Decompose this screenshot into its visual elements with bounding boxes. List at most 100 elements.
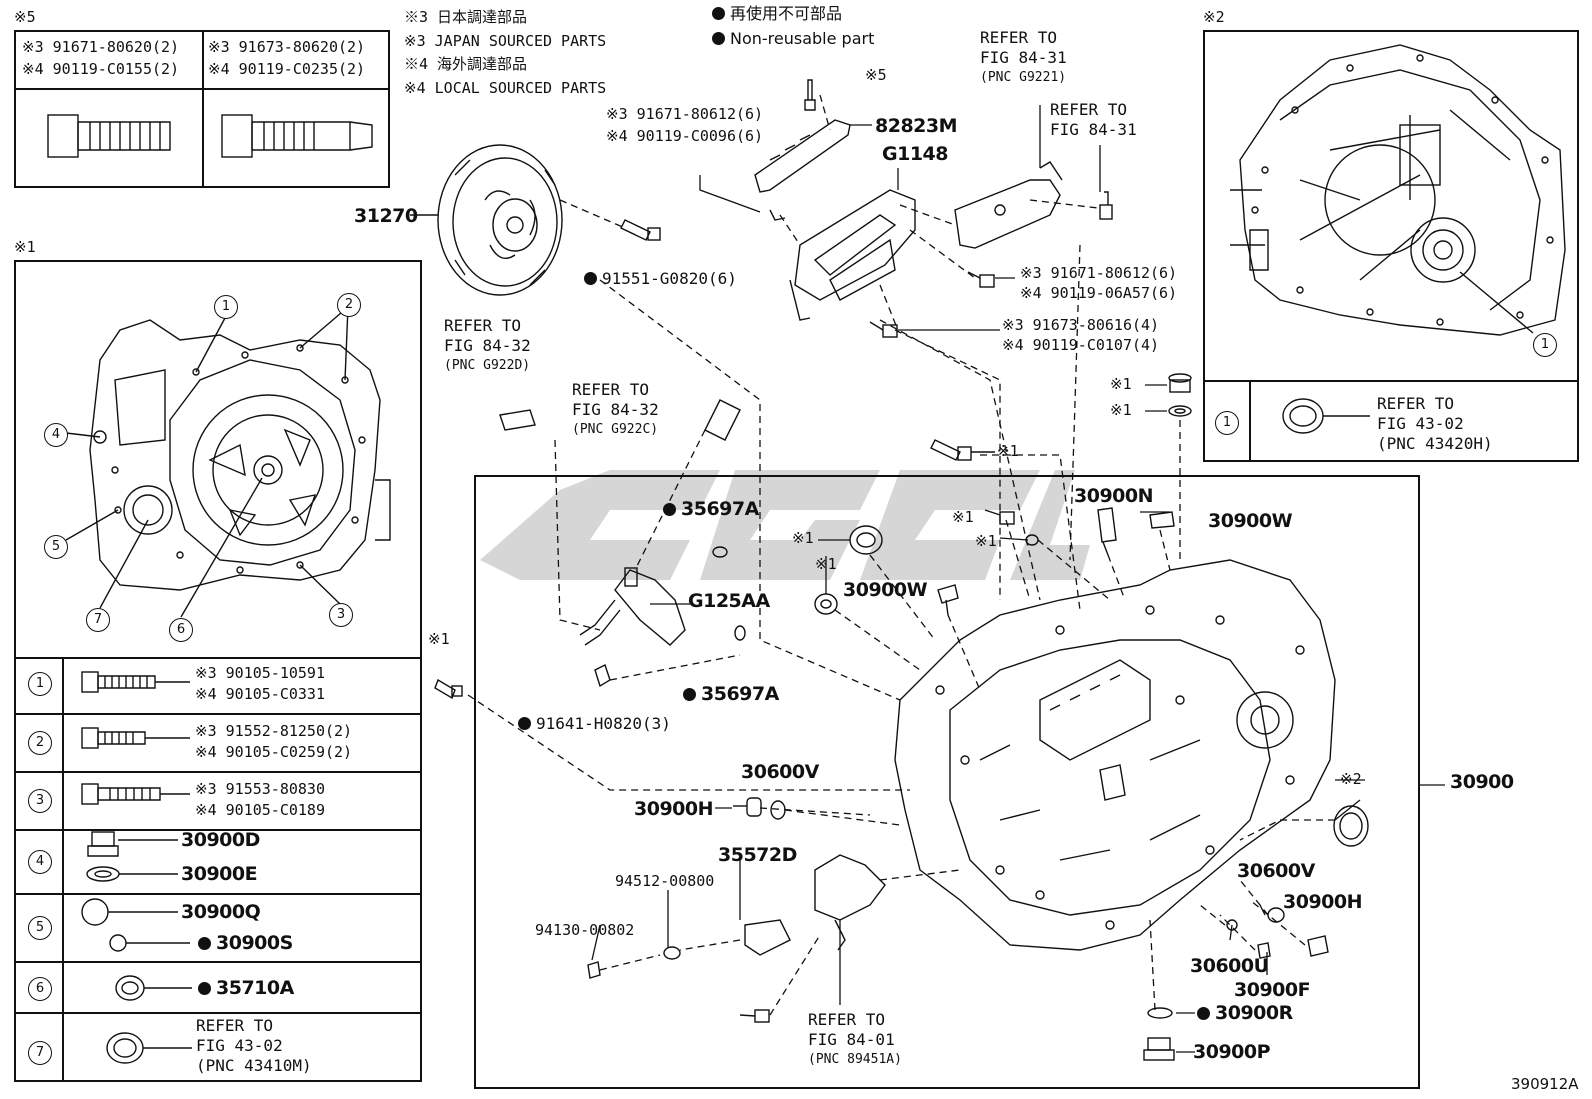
mark-x5: ※5 xyxy=(865,66,887,84)
legend-nonreuse-jp: 再使用不可部品 xyxy=(712,6,842,22)
box2-row-num-1: 1 xyxy=(1215,411,1239,435)
part-30600u: 30600U xyxy=(1190,955,1269,977)
part-30900h-left: 30900H xyxy=(634,798,714,820)
nonreusable-icon xyxy=(1197,1007,1210,1020)
bolt-06a57-line1: ※3 91671-80612(6) xyxy=(1020,264,1178,282)
row-num-3: 3 xyxy=(28,789,52,813)
row-num-1: 1 xyxy=(28,672,52,696)
row-divider xyxy=(14,829,422,831)
part-30900s: 30900S xyxy=(198,934,293,953)
part-91641-text: 91641-H0820(3) xyxy=(536,714,671,733)
row7-ref-line3: (PNC 43410M) xyxy=(196,1056,312,1075)
row3-line1: ※3 91553-80830 xyxy=(195,780,325,798)
legend-nonreuse-jp-text: 再使用不可部品 xyxy=(730,4,843,23)
box2-ref-line2: FIG 43-02 xyxy=(1377,414,1464,433)
box5-left-line2: ※4 90119-C0155(2) xyxy=(22,60,180,78)
part-35697a-bottom: 35697A xyxy=(683,685,779,704)
ref-8431b-line2: FIG 84-31 xyxy=(1050,120,1137,139)
part-30900s-text: 30900S xyxy=(216,932,293,954)
mark-x1-c: ※1 xyxy=(792,529,814,547)
row-num-4: 4 xyxy=(28,850,52,874)
row2-line1: ※3 91552-81250(2) xyxy=(195,722,353,740)
bolt-80616-line2: ※4 90119-C0107(4) xyxy=(1002,336,1160,354)
row-divider xyxy=(14,657,422,659)
row1-line1: ※3 90105-10591 xyxy=(195,664,325,682)
bolt-06a57-line2: ※4 90119-06A57(6) xyxy=(1020,284,1178,302)
row1-line2: ※4 90105-C0331 xyxy=(195,685,325,703)
part-91641: 91641-H0820(3) xyxy=(518,716,671,732)
legend-local-en: ※4 LOCAL SOURCED PARTS xyxy=(404,79,607,97)
part-30900r-text: 30900R xyxy=(1215,1002,1293,1024)
solid-leaders xyxy=(591,105,1445,1053)
box1-bolt-drawings xyxy=(81,671,192,1064)
figure-id: 390912A xyxy=(1511,1075,1579,1093)
callout-6: 6 xyxy=(169,618,193,642)
part-30900h-right: 30900H xyxy=(1283,891,1363,913)
mark-x1-plug1: ※1 xyxy=(1110,375,1132,393)
box5-mark: ※5 xyxy=(14,8,36,26)
row7-ref-line1: REFER TO xyxy=(196,1016,274,1035)
transaxle-housing-left xyxy=(65,306,391,618)
row-divider xyxy=(1203,380,1579,382)
mark-x1-left: ※1 xyxy=(428,630,450,648)
part-30900p: 30900P xyxy=(1193,1041,1271,1063)
mark-x1-b: ※1 xyxy=(975,532,997,550)
row-divider xyxy=(14,713,422,715)
mark-x2: ※2 xyxy=(1340,770,1362,788)
sensor-connector-drawing xyxy=(499,399,746,688)
part-31270: 31270 xyxy=(354,205,418,227)
ref-8431b-line1: REFER TO xyxy=(1050,100,1128,119)
box2-seal-drawing xyxy=(1282,398,1370,434)
mark-x1-plug2: ※1 xyxy=(1110,401,1132,419)
box2-mark: ※2 xyxy=(1203,8,1225,26)
nonreusable-icon xyxy=(198,937,211,950)
part-30900w-left: 30900W xyxy=(843,579,928,601)
box5-left-line1: ※3 91671-80620(2) xyxy=(22,38,180,56)
transaxle-housing-right xyxy=(1230,44,1566,336)
callout-3: 3 xyxy=(329,603,353,627)
part-35710a: 35710A xyxy=(198,979,294,998)
column-divider xyxy=(1249,380,1251,460)
ref-8401-line2: FIG 84-01 xyxy=(808,1030,895,1049)
transaxle-assembly-drawing xyxy=(894,559,1336,951)
part-35697a-top-text: 35697A xyxy=(681,498,759,520)
part-30900r: 30900R xyxy=(1197,1004,1293,1023)
part-35572d: 35572D xyxy=(718,844,797,866)
nonreusable-icon xyxy=(683,688,696,701)
ref-8431a-line1: REFER TO xyxy=(980,28,1058,47)
box2-ref-line3: (PNC 43420H) xyxy=(1377,434,1493,453)
part-35697a-top: 35697A xyxy=(663,500,759,519)
ref-8432b-line3: (PNC G922C) xyxy=(572,422,659,437)
box5-right-line1: ※3 91673-80620(2) xyxy=(208,38,366,56)
box1-table xyxy=(14,260,422,1082)
callout-5: 5 xyxy=(44,535,68,559)
row2-line2: ※4 90105-C0259(2) xyxy=(195,743,353,761)
nonreusable-icon xyxy=(198,982,211,995)
legend-nonreuse-en: Non-reusable part xyxy=(712,31,874,47)
row-num-2: 2 xyxy=(28,731,52,755)
box2-ref-line1: REFER TO xyxy=(1377,394,1455,413)
box1-mark: ※1 xyxy=(14,238,36,256)
row-divider xyxy=(14,1012,422,1014)
row-divider xyxy=(14,771,422,773)
bolt-80616-line1: ※3 91673-80616(4) xyxy=(1002,316,1160,334)
bolt-80612-line1: ※3 91671-80612(6) xyxy=(606,105,764,123)
legend-nonreuse-en-text: Non-reusable part xyxy=(730,29,875,48)
part-30900n: 30900N xyxy=(1074,485,1154,507)
row-divider xyxy=(14,961,422,963)
bolt-80612-line2: ※4 90119-C0096(6) xyxy=(606,127,764,145)
ref-8432a-line3: (PNC G922D) xyxy=(444,358,531,373)
callout-4: 4 xyxy=(44,423,68,447)
part-30900e: 30900E xyxy=(181,863,258,885)
row3-line2: ※4 90105-C0189 xyxy=(195,801,325,819)
clutch-bolt-drawing xyxy=(620,219,661,241)
box5-divider-vertical xyxy=(202,32,204,186)
part-35697a-bottom-text: 35697A xyxy=(701,683,779,705)
callout-7: 7 xyxy=(86,608,110,632)
bullet-icon xyxy=(712,7,725,20)
clutch-damper-drawing xyxy=(410,144,563,296)
part-30900q: 30900Q xyxy=(181,901,261,923)
row-divider xyxy=(14,893,422,895)
box5-bolt-drawings xyxy=(47,114,373,158)
ref-8432a-line2: FIG 84-32 xyxy=(444,336,531,355)
